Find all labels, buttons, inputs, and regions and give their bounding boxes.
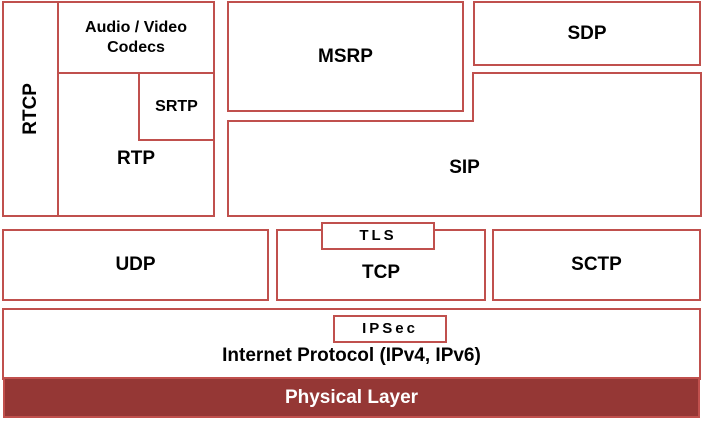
tls-box: TLS (321, 222, 435, 250)
ipsec-label: IPSec (362, 319, 418, 337)
sctp-box: SCTP (492, 229, 701, 301)
sctp-label: SCTP (571, 254, 622, 276)
srtp-box: SRTP (138, 72, 215, 141)
physical-layer-label: Physical Layer (284, 386, 419, 408)
msrp-label: MSRP (318, 45, 373, 67)
codecs-box: Audio / Video Codecs (57, 1, 215, 74)
rtcp-box: RTCP (2, 1, 59, 217)
ipsec-box: IPSec (333, 315, 447, 343)
sip-label: SIP (449, 157, 480, 178)
udp-box: UDP (2, 229, 269, 301)
tcp-label: TCP (362, 262, 400, 283)
codecs-label-line1: Audio / Video (85, 18, 187, 36)
ip-label: Internet Protocol (IPv4, IPv6) (222, 345, 481, 366)
udp-label: UDP (115, 254, 156, 276)
tls-label: TLS (359, 226, 397, 244)
rtcp-label: RTCP (19, 83, 41, 135)
sdp-box: SDP (473, 1, 701, 66)
sip-box (227, 72, 702, 217)
msrp-box: MSRP (227, 1, 464, 112)
rtp-label: RTP (117, 148, 155, 169)
sdp-label: SDP (567, 22, 607, 44)
codecs-label-line2: Codecs (107, 38, 165, 56)
physical-layer-box: Physical Layer (3, 377, 700, 418)
sip-label-area: SIP (228, 121, 701, 215)
srtp-label: SRTP (155, 97, 198, 115)
